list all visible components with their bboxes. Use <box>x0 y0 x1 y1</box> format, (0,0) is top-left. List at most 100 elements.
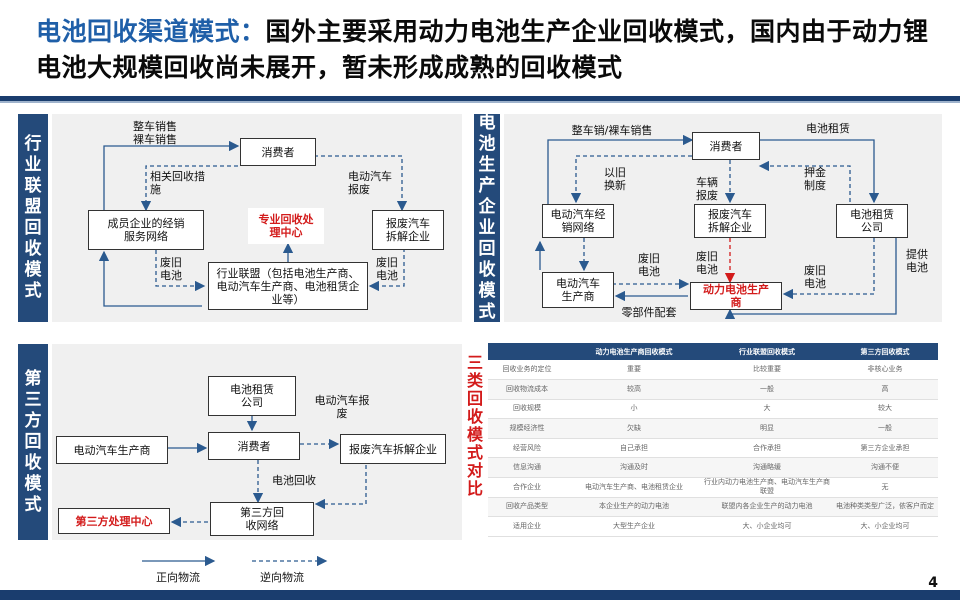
table-cell: 电池种类类型广泛，依客户而定 <box>832 497 938 518</box>
table-cell: 沟通及时 <box>566 457 702 479</box>
title-text: 国外主要采用动力电池生产企业回收模式，国内由于动力锂电池大规模回收尚未展开，暂未… <box>36 17 929 82</box>
p1-waste2-label: 废旧电池 <box>376 256 398 282</box>
table-cell: 大、小企业均可 <box>702 516 832 537</box>
p3-recycle-label: 电池回收 <box>272 474 316 487</box>
table-header: 动力电池生产商回收模式 <box>566 343 702 360</box>
table-cell: 无 <box>832 477 938 498</box>
table-header <box>488 343 566 360</box>
table-row: 适用企业大型生产企业大、小企业均可大、小企业均可 <box>488 516 938 537</box>
p2-waste3-label: 废旧电池 <box>804 264 826 290</box>
comparison-table: 动力电池生产商回收模式 行业联盟回收模式 第三方回收模式 回收业务的定位重要比较… <box>488 343 938 537</box>
panel2-diagram: 消费者 电动汽车经销网络 报废汽车拆解企业 电池租赁公司 电动汽车生产商 动力电… <box>504 114 942 322</box>
page-number: 4 <box>928 575 938 591</box>
table-row: 经营风险自己承担合作承担第三方企业承担 <box>488 438 938 459</box>
table-row: 回收业务的定位重要比较重要非核心业务 <box>488 360 938 381</box>
panel1-diagram: 消费者 成员企业的经销服务网络 专业回收处理中心 报废汽车拆解企业 行业联盟（包… <box>52 114 462 322</box>
p3-center-node: 第三方处理中心 <box>58 508 170 534</box>
table-row: 回收规模小大较大 <box>488 399 938 420</box>
table-row: 规模经济性欠缺明显一般 <box>488 418 938 439</box>
table-cell: 重要 <box>566 360 702 381</box>
table-cell: 一般 <box>702 379 832 400</box>
p1-member-node: 成员企业的经销服务网络 <box>88 210 204 250</box>
table-body: 回收业务的定位重要比较重要非核心业务回收物流成本较高一般高回收规模小大较大规模经… <box>488 360 938 537</box>
p2-maker-node: 电动汽车生产商 <box>542 272 614 308</box>
footer-bar <box>0 590 960 600</box>
row-header-cell: 经营风险 <box>488 438 566 459</box>
p2-waste1-label: 废旧电池 <box>638 252 660 278</box>
table-cell: 沟通不便 <box>832 457 938 479</box>
row-header-cell: 合作企业 <box>488 477 566 498</box>
panel2-arrows <box>534 134 897 320</box>
p3-maker-node: 电动汽车生产商 <box>56 436 168 464</box>
panel1-arrows <box>98 140 408 307</box>
p1-ev-scrap-label: 电动汽车报废 <box>348 170 392 196</box>
p1-sales-label: 整车销售 裸车销售 <box>133 120 177 146</box>
legend-forward-label: 正向物流 <box>156 571 200 584</box>
table-cell: 大 <box>702 399 832 420</box>
p1-consumer-node: 消费者 <box>240 138 316 166</box>
table-cell: 欠缺 <box>566 418 702 439</box>
table-cell: 大型生产企业 <box>566 516 702 537</box>
p2-deposit-label: 押金制度 <box>804 166 826 192</box>
table-cell: 较大 <box>832 399 938 420</box>
p2-supply-label: 提供电池 <box>906 248 928 274</box>
panel3-arrows <box>168 416 367 528</box>
row-header-cell: 信息沟通 <box>488 457 566 479</box>
p2-lease-label: 电池租赁 <box>806 122 850 135</box>
header-divider <box>0 96 960 101</box>
row-header-cell: 回收产品类型 <box>488 497 566 518</box>
p2-sales-label: 整车销/裸车销售 <box>571 124 653 137</box>
legend-lines <box>142 556 328 566</box>
table-cell: 比较重要 <box>702 360 832 381</box>
table-cell: 本企业生产的动力电池 <box>566 497 702 518</box>
table-header: 第三方回收模式 <box>832 343 938 360</box>
p2-scrap-node: 报废汽车拆解企业 <box>694 204 766 238</box>
p3-ev-scrap-label: 电动汽车报废 <box>314 394 370 420</box>
table-row: 回收产品类型本企业生产的动力电池联盟内各企业生产的动力电池电池种类类型广泛，依客… <box>488 497 938 518</box>
table-row: 合作企业电动汽车生产商、电池租赁企业行业内动力电池生产商、电动汽车生产商联盟无 <box>488 477 938 498</box>
p2-ev-scrap-label: 车辆报废 <box>696 176 718 202</box>
p1-center-node: 专业回收处理中心 <box>248 208 324 244</box>
table-cell: 非核心业务 <box>832 360 938 381</box>
p1-scrap-node: 报废汽车拆解企业 <box>372 210 444 250</box>
row-header-cell: 回收物流成本 <box>488 379 566 400</box>
table-header-row: 动力电池生产商回收模式 行业联盟回收模式 第三方回收模式 <box>488 343 938 360</box>
row-header-cell: 规模经济性 <box>488 418 566 439</box>
table-cell: 沟通略缓 <box>702 457 832 479</box>
page-title: 电池回收渠道模式：国外主要采用动力电池生产企业回收模式，国内由于动力锂电池大规模… <box>36 14 946 86</box>
p1-alliance-node: 行业联盟（包括电池生产商、电动汽车生产商、电池租赁企业等） <box>208 262 368 310</box>
panel3-label: 第三方回收模式 <box>18 344 48 540</box>
table-cell: 第三方企业承担 <box>832 438 938 459</box>
table-cell: 一般 <box>832 418 938 439</box>
p2-old-new-label: 以旧换新 <box>604 166 626 192</box>
table-header: 行业联盟回收模式 <box>702 343 832 360</box>
table-row: 回收物流成本较高一般高 <box>488 379 938 400</box>
table-cell: 合作承担 <box>702 438 832 459</box>
table-cell: 小 <box>566 399 702 420</box>
p1-waste1-label: 废旧电池 <box>160 256 182 282</box>
p3-scrap-node: 报废汽车拆解企业 <box>340 434 446 464</box>
table-cell: 高 <box>832 379 938 400</box>
p3-lease-node: 电池租赁公司 <box>208 376 296 416</box>
p3-network-node: 第三方回收网络 <box>210 502 314 536</box>
p3-consumer-node: 消费者 <box>208 432 300 460</box>
p2-waste2-label: 废旧电池 <box>696 250 718 276</box>
table-cell: 较高 <box>566 379 702 400</box>
p2-battery-node: 动力电池生产商 <box>690 282 782 310</box>
p2-dealer-node: 电动汽车经销网络 <box>542 204 614 238</box>
header-divider-light <box>0 101 960 103</box>
panel1-label: 行业联盟回收模式 <box>18 114 48 322</box>
p1-measures-label: 相关回收措施 <box>150 170 205 196</box>
comparison-label: 三类回收模式对比 <box>466 353 483 498</box>
panel2-label: 电池生产企业回收模式 <box>474 113 500 322</box>
table-cell: 大、小企业均可 <box>832 516 938 537</box>
table-cell: 明显 <box>702 418 832 439</box>
row-header-cell: 回收规模 <box>488 399 566 420</box>
table-cell: 行业内动力电池生产商、电动汽车生产商联盟 <box>702 477 832 498</box>
table-cell: 电动汽车生产商、电池租赁企业 <box>566 477 702 498</box>
row-header-cell: 回收业务的定位 <box>488 360 566 381</box>
p2-consumer-node: 消费者 <box>692 132 760 160</box>
p2-lease-node: 电池租赁公司 <box>836 204 908 238</box>
table-row: 信息沟通沟通及时沟通略缓沟通不便 <box>488 457 938 479</box>
row-header-cell: 适用企业 <box>488 516 566 537</box>
